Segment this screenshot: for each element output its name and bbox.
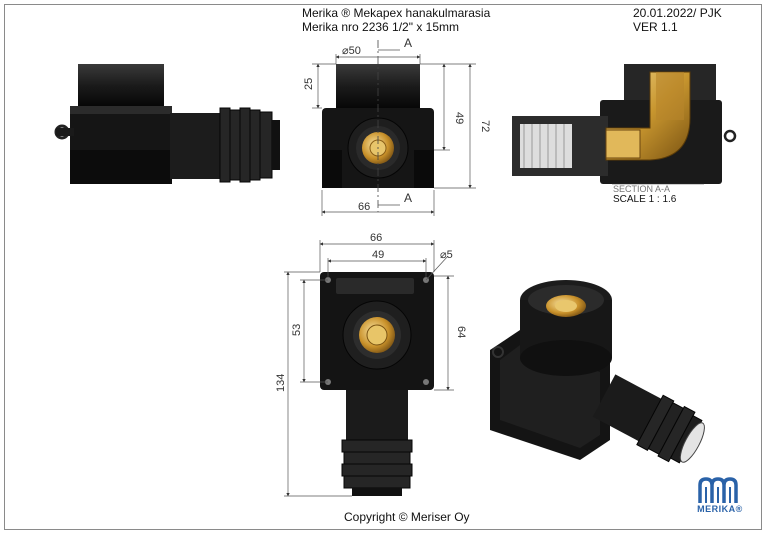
front-view-dimensions xyxy=(312,49,476,216)
drawing-date: 20.01.2022/ PJK xyxy=(633,6,722,20)
dim-front-width: 66 xyxy=(358,201,370,213)
merika-logo-icon xyxy=(698,477,738,503)
front-view xyxy=(322,40,434,212)
merika-logo-text: MERIKA® xyxy=(697,504,743,514)
bottom-view xyxy=(320,272,434,496)
title-block-right: 20.01.2022/ PJK VER 1.1 xyxy=(633,6,722,34)
title-block-left: Merika ® Mekapex hanakulmarasia Merika n… xyxy=(302,6,490,34)
section-marker-top: A xyxy=(404,36,412,50)
drawing-frame xyxy=(4,4,762,530)
section-view xyxy=(512,64,737,185)
dim-hole-diameter: ⌀5 xyxy=(440,249,453,261)
dim-bottom-height-right: 64 xyxy=(455,326,467,338)
dim-front-depth: 25 xyxy=(303,78,315,90)
bottom-view-dimensions xyxy=(284,240,454,497)
dim-front-diameter: ⌀50 xyxy=(342,45,361,57)
section-label: SECTION A-A xyxy=(613,184,671,194)
product-number: Merika nro 2236 1/2" x 15mm xyxy=(302,20,459,34)
copyright-text: Copyright © Meriser Oy xyxy=(344,510,470,524)
section-marker-bottom: A xyxy=(404,191,412,205)
section-scale: SCALE 1 : 1.6 xyxy=(613,194,677,205)
dim-bottom-width-outer: 66 xyxy=(370,232,382,244)
dim-bottom-width-inner: 49 xyxy=(372,249,384,261)
dim-front-height-inner: 49 xyxy=(453,112,465,124)
dim-bottom-height-inner: 53 xyxy=(291,324,303,336)
side-view xyxy=(54,64,280,184)
product-name: Merika ® Mekapex hanakulmarasia xyxy=(302,6,491,20)
isometric-view xyxy=(490,280,705,464)
section-scale-label: SECTION A-A SCALE 1 : 1.6 xyxy=(613,184,677,206)
dim-front-height-total: 72 xyxy=(479,120,491,132)
merika-logo: MERIKA® xyxy=(694,475,746,515)
dim-bottom-height-total: 134 xyxy=(275,374,287,392)
drawing-version: VER 1.1 xyxy=(633,20,678,34)
